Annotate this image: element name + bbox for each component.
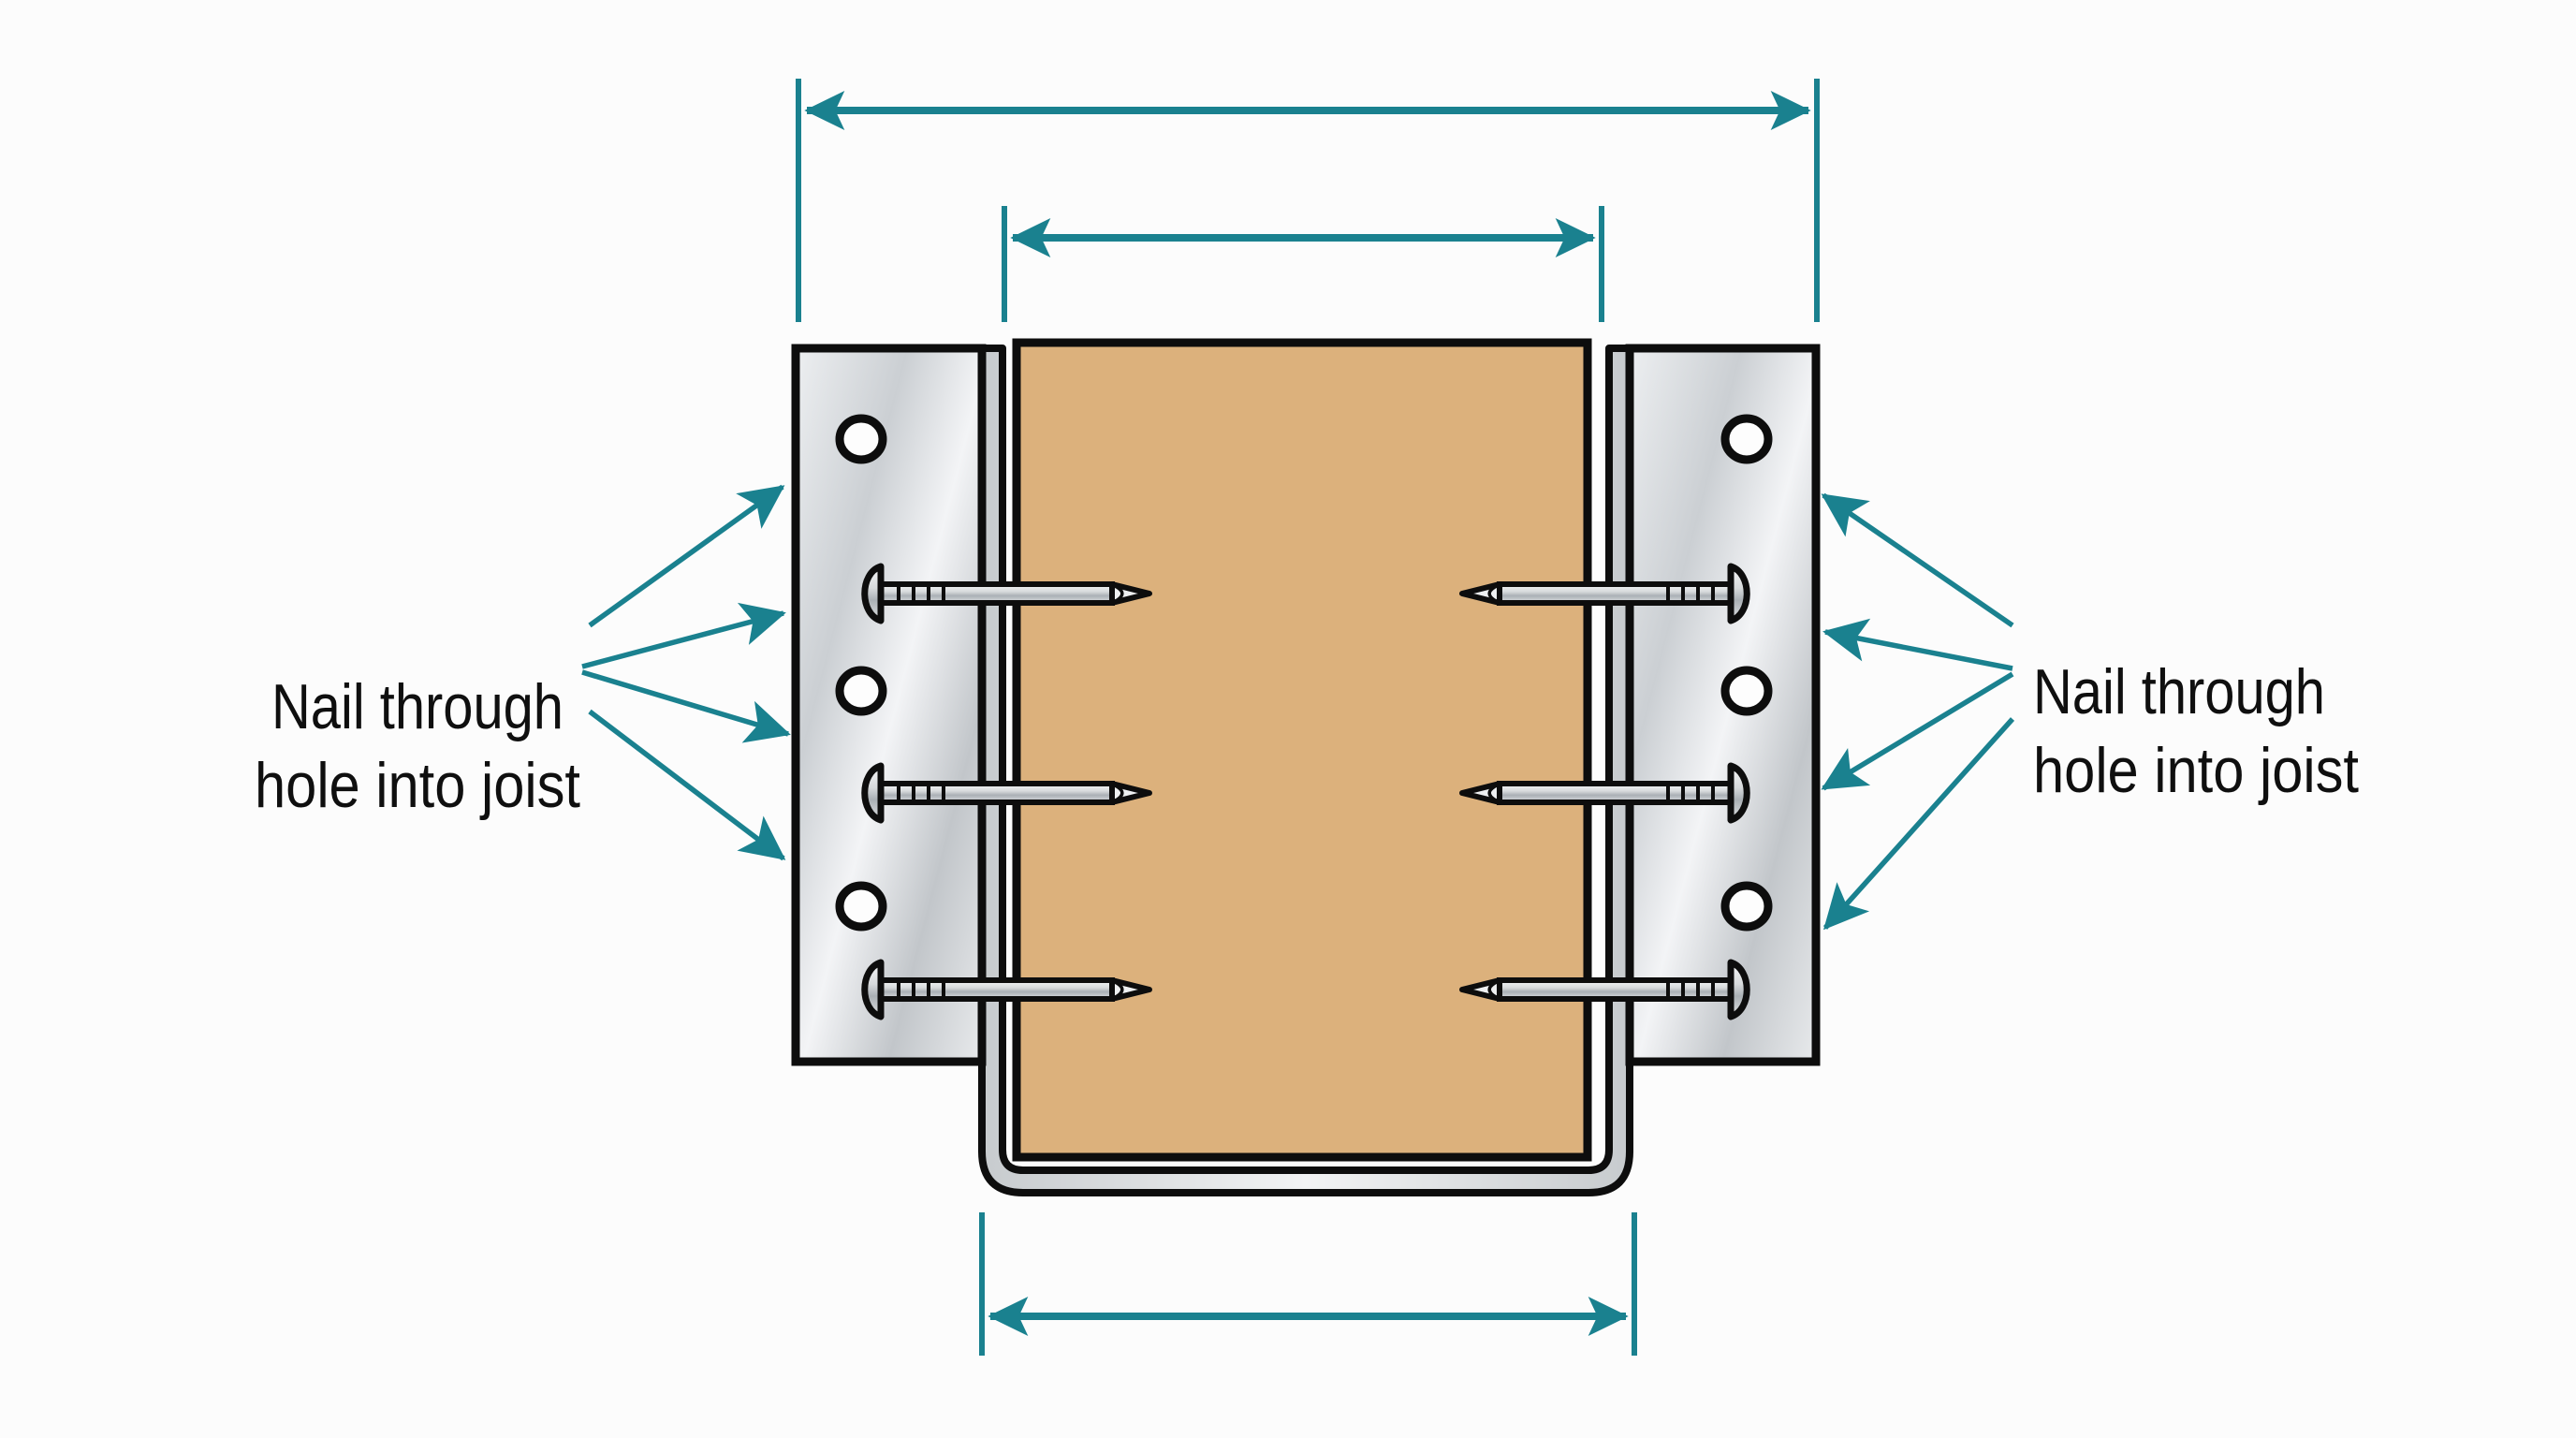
callout-arrows-left: [581, 484, 791, 861]
dimension-outer-width: [796, 79, 1820, 322]
dimension-inner-width: [1002, 206, 1604, 322]
label-right-line1: Nail through: [2033, 656, 2325, 727]
nail-hole: [835, 414, 887, 464]
nail-hole: [1720, 666, 1773, 716]
callout-arrow: [1822, 618, 2013, 671]
callout-arrow: [588, 484, 785, 628]
hanger-flange-right: [1625, 344, 1821, 1066]
callout-arrow: [581, 602, 786, 669]
joist-wood: [1012, 338, 1592, 1162]
label-left: Nail through hole into joist: [255, 671, 580, 821]
nail-hole: [835, 881, 887, 932]
label-left-line2: hole into joist: [255, 750, 580, 821]
callout-arrow: [1821, 492, 2014, 628]
callout-arrow: [588, 709, 786, 861]
hanger-flange-left: [791, 344, 987, 1066]
nail-hole: [1720, 881, 1773, 932]
label-right-line2: hole into joist: [2033, 735, 2359, 806]
label-right: Nail through hole into joist: [2033, 656, 2359, 806]
callout-arrow: [581, 669, 791, 743]
callout-arrows-right: [1821, 492, 2015, 931]
nail-hole: [1720, 414, 1773, 464]
label-left-line1: Nail through: [271, 671, 564, 742]
callout-arrow: [1821, 671, 2014, 791]
nail-holes: [835, 414, 1773, 932]
dimension-bottom-width: [979, 1212, 1637, 1356]
callout-arrow: [1822, 717, 2015, 931]
nail-hole: [835, 666, 887, 716]
